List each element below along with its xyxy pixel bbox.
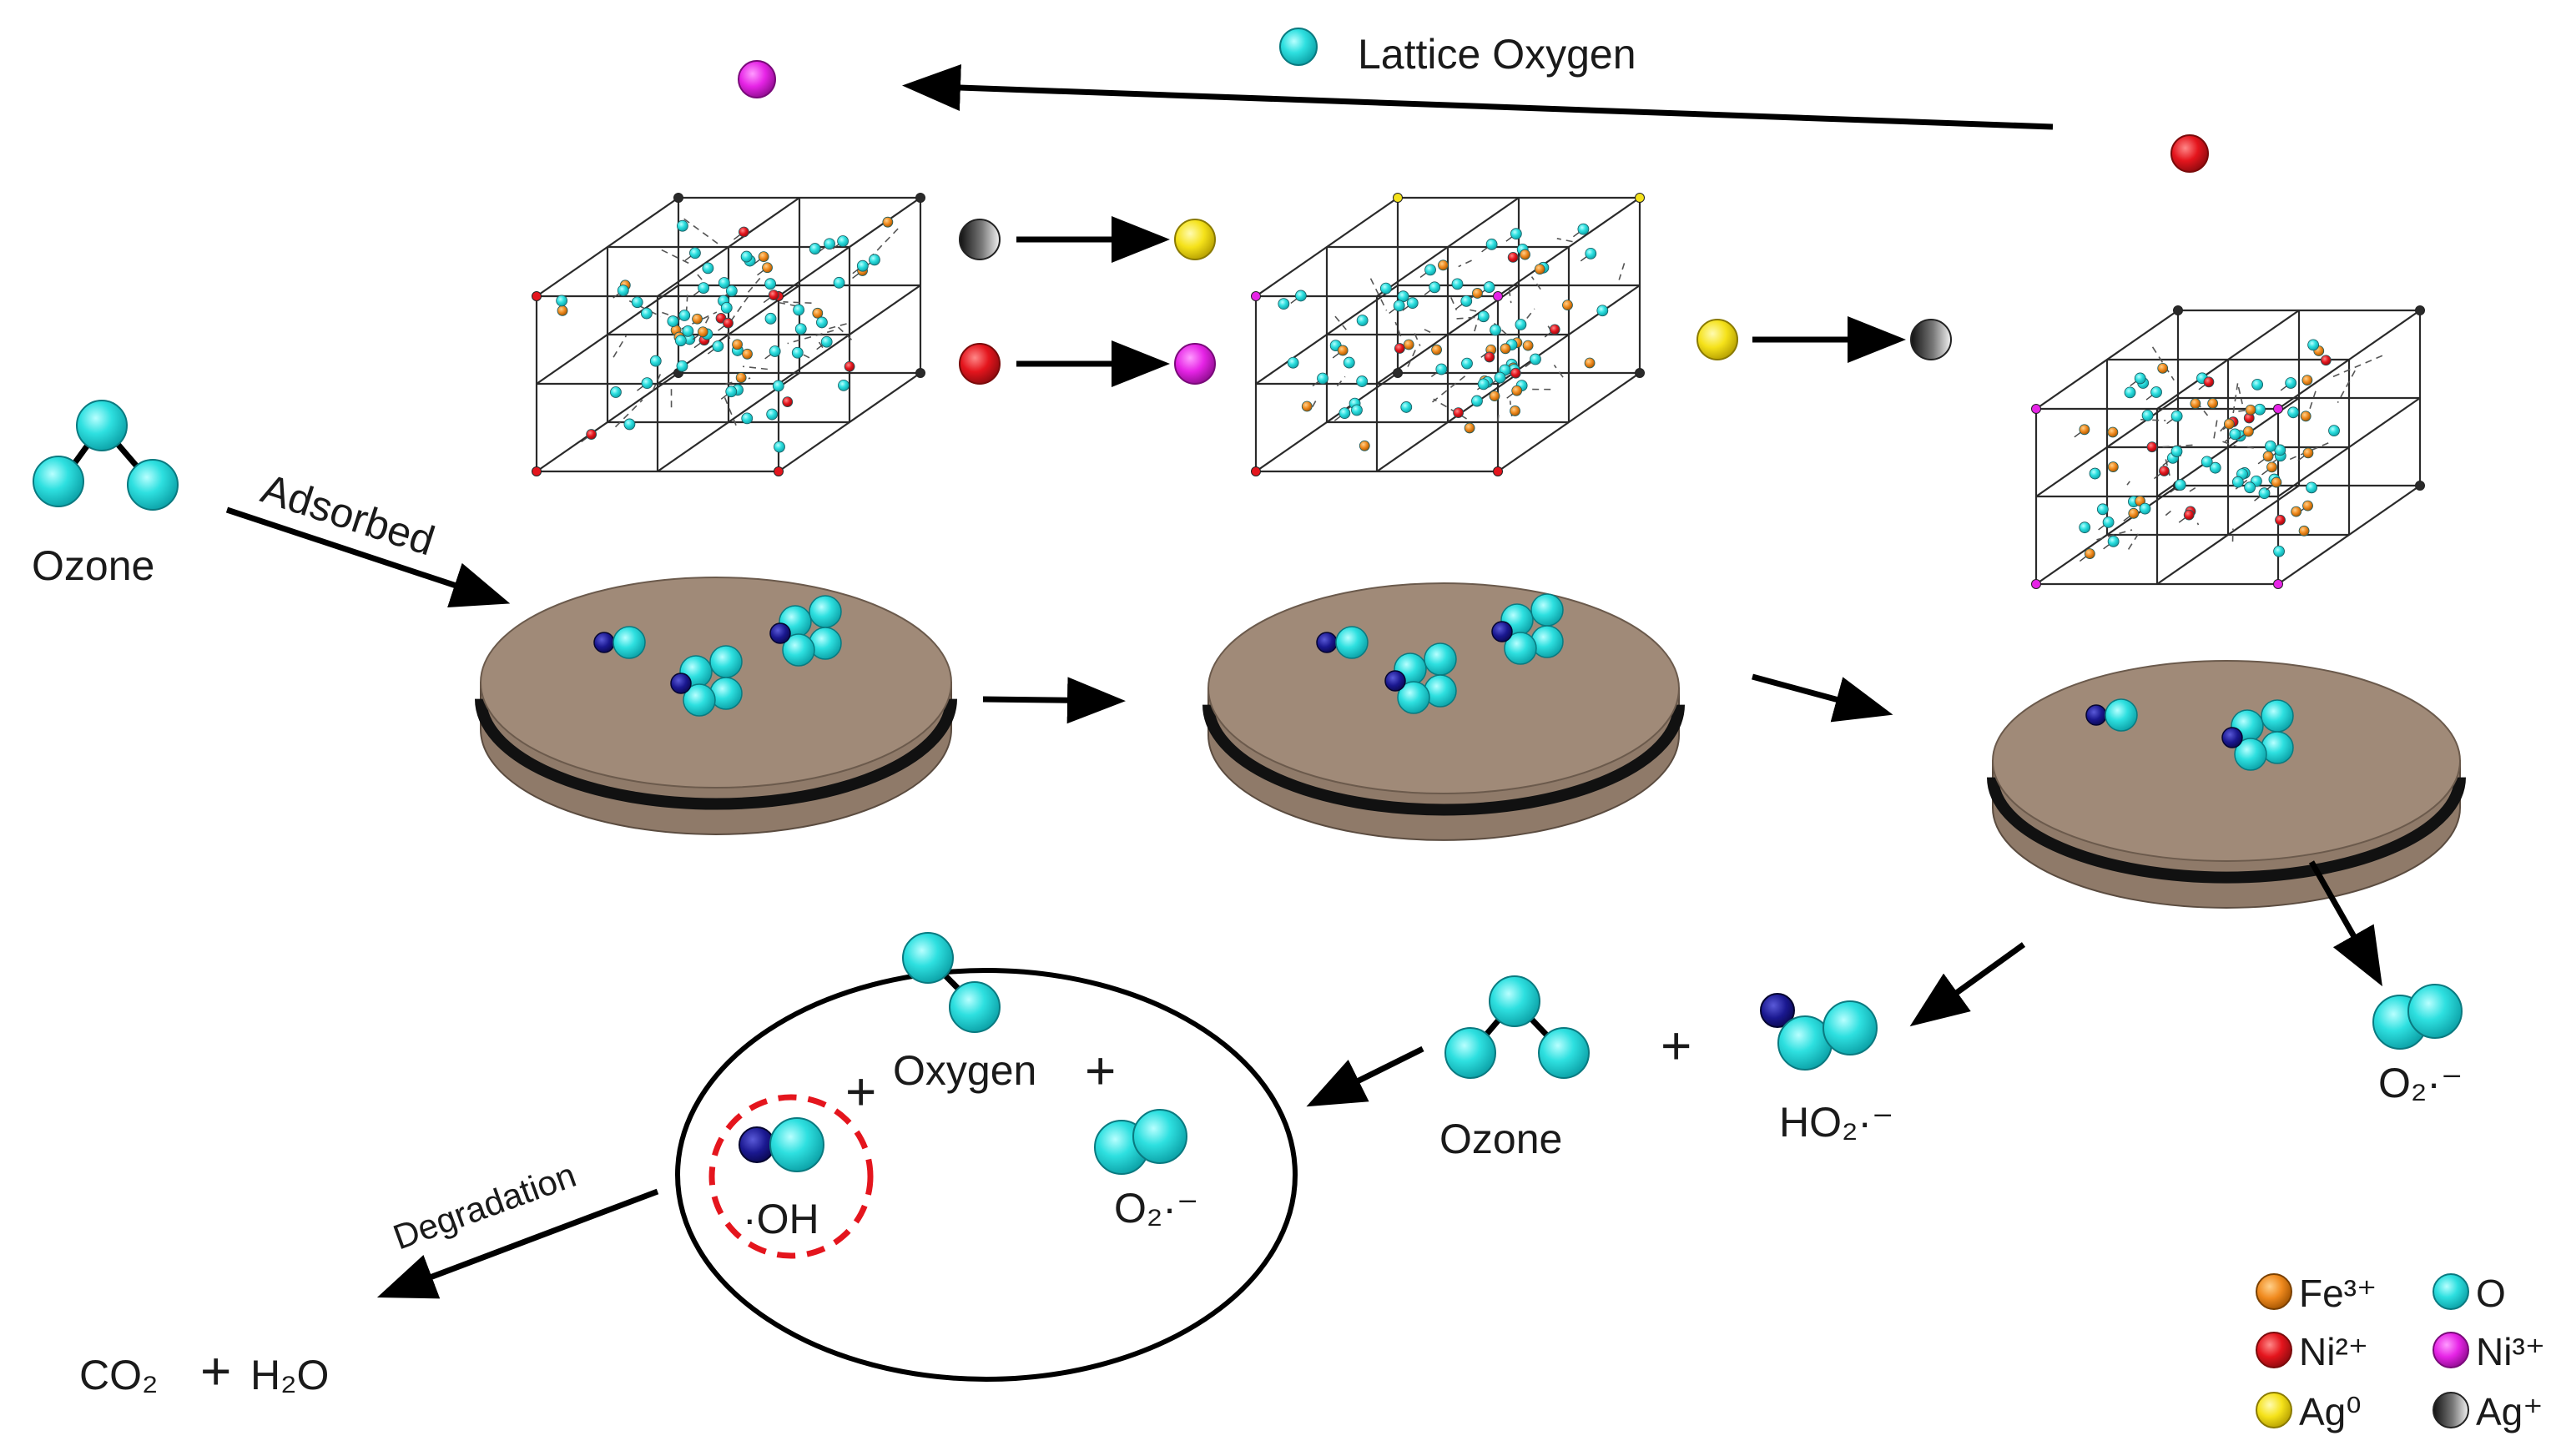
plus-sign: + — [1085, 1040, 1116, 1101]
ho2-radical-molecule — [1761, 994, 1877, 1070]
legend-item-ag1: Ag⁺ — [2433, 1390, 2543, 1433]
surface-arrow-1 — [983, 699, 1114, 701]
plus-sign: + — [845, 1061, 876, 1121]
catalyst-surface-2 — [1208, 583, 1679, 840]
svg-text:Ni³⁺: Ni³⁺ — [2476, 1330, 2545, 1373]
svg-text:Ag⁰: Ag⁰ — [2299, 1390, 2362, 1433]
lattice-cube-3 — [2032, 306, 2425, 589]
ozone-molecule-left — [33, 401, 178, 510]
svg-text:O: O — [2476, 1272, 2506, 1315]
ag0-atom-icon — [1697, 320, 1737, 360]
lattice-cube-1 — [532, 194, 925, 476]
legend-item-ni2: Ni²⁺ — [2256, 1330, 2368, 1373]
svg-text:Ni²⁺: Ni²⁺ — [2299, 1330, 2368, 1373]
lattice-oxygen-arrow — [914, 86, 2053, 127]
legend-item-ag0: Ag⁰ — [2256, 1390, 2362, 1433]
plus-sign: + — [200, 1341, 231, 1401]
ozone-molecule-bottom — [1445, 976, 1589, 1078]
legend-item-o: O — [2433, 1272, 2506, 1315]
catalyst-surface-3 — [1993, 661, 2460, 908]
ag0-atom-icon — [1175, 219, 1215, 259]
ni3-atom-icon — [1175, 344, 1215, 384]
oh-radical-label: ·OH — [743, 1196, 819, 1242]
lattice-cube-2 — [1252, 194, 1645, 476]
degradation-label: Degradation — [388, 1155, 581, 1257]
o2-radical-molecule-center — [1095, 1110, 1187, 1174]
ozone-label-left: Ozone — [32, 542, 154, 589]
lattice-oxygen-atom-icon — [1280, 28, 1317, 65]
o2-radical-label-right: O₂·⁻ — [2378, 1060, 2463, 1106]
lattice-oxygen-label: Lattice Oxygen — [1358, 31, 1636, 78]
plus-sign: + — [1661, 1015, 1691, 1076]
oxygen-label: Oxygen — [893, 1047, 1036, 1094]
ag1-atom-icon — [1911, 320, 1951, 360]
co2-label: CO₂ — [79, 1352, 158, 1398]
into-products-arrow — [1317, 1049, 1423, 1101]
o2-radical-molecule-right — [2373, 985, 2462, 1049]
legend: Fe³⁺ O Ni²⁺ Ni³⁺ Ag⁰ Ag⁺ — [2256, 1272, 2545, 1433]
ag-oxidation-step — [960, 219, 1215, 259]
h2o-label: H₂O — [250, 1352, 329, 1398]
svg-text:Fe³⁺: Fe³⁺ — [2299, 1272, 2377, 1315]
catalyst-surface-1 — [481, 577, 951, 834]
ozone-label-bottom: Ozone — [1439, 1116, 1562, 1162]
legend-item-fe3: Fe³⁺ — [2256, 1272, 2377, 1315]
oh-radical-molecule — [739, 1118, 824, 1171]
o2-radical-label-center: O₂·⁻ — [1114, 1185, 1198, 1232]
ho2-release-arrow — [1919, 945, 2024, 1020]
ni-oxidation-step — [960, 344, 1215, 384]
ni3-atom-icon — [739, 61, 775, 98]
oxygen-molecule — [903, 933, 1000, 1032]
surface-arrow-2 — [1752, 677, 1882, 712]
products-ellipse — [678, 970, 1295, 1379]
legend-item-ni3: Ni³⁺ — [2433, 1330, 2545, 1373]
svg-text:Ag⁺: Ag⁺ — [2476, 1390, 2543, 1433]
ho2-radical-label: HO₂·⁻ — [1779, 1099, 1893, 1146]
ag-reduction-step — [1697, 320, 1951, 360]
ag1-atom-icon — [960, 219, 1000, 259]
ni2-atom-icon — [2171, 135, 2208, 172]
ni2-atom-icon — [960, 344, 1000, 384]
